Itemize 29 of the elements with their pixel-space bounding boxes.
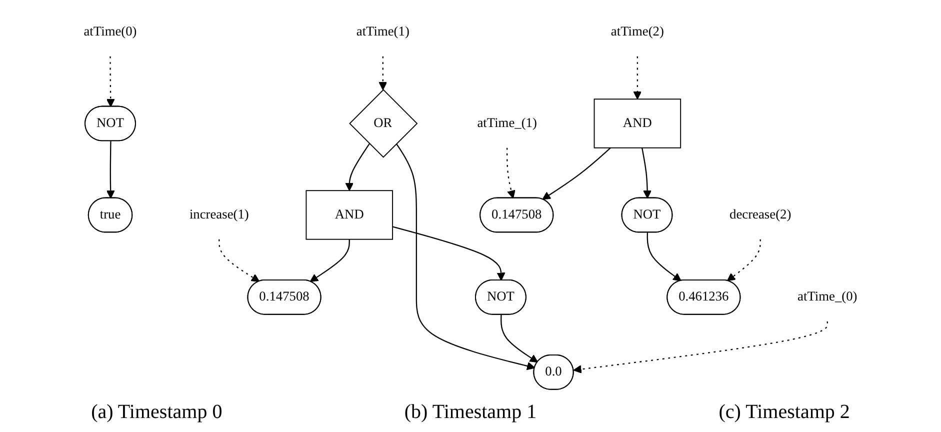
arrow <box>646 232 682 282</box>
arrow <box>106 56 115 108</box>
node-text: atTime(0) <box>84 24 137 40</box>
node-text: decrease(2) <box>730 208 792 222</box>
node-box: AND <box>594 98 682 148</box>
node-text: atTime(1) <box>356 24 410 40</box>
node-text: increase(1) <box>189 208 249 222</box>
node-text: atTime_(0) <box>798 290 858 304</box>
arrow <box>378 56 388 90</box>
arrow <box>633 56 642 100</box>
panel-caption: (b) Timestamp 1 <box>404 401 537 424</box>
arrow <box>573 322 828 374</box>
arrow <box>345 143 370 191</box>
arrow <box>218 239 260 282</box>
node-text: atTime_(1) <box>477 116 537 131</box>
node-diamond: OR <box>349 89 418 158</box>
panel-caption: (a) Timestamp 0 <box>91 401 222 424</box>
arrow <box>106 141 115 199</box>
arrow <box>310 239 350 282</box>
arrow <box>506 148 516 199</box>
arrow <box>500 314 538 363</box>
node-text: atTime(2) <box>610 24 664 40</box>
arrow <box>392 226 506 281</box>
arrow <box>542 147 611 200</box>
arrow <box>396 143 536 370</box>
node-box: AND <box>306 190 394 240</box>
arrow <box>726 239 761 282</box>
panel-caption: (c) Timestamp 2 <box>718 401 850 424</box>
arrow <box>641 148 652 199</box>
